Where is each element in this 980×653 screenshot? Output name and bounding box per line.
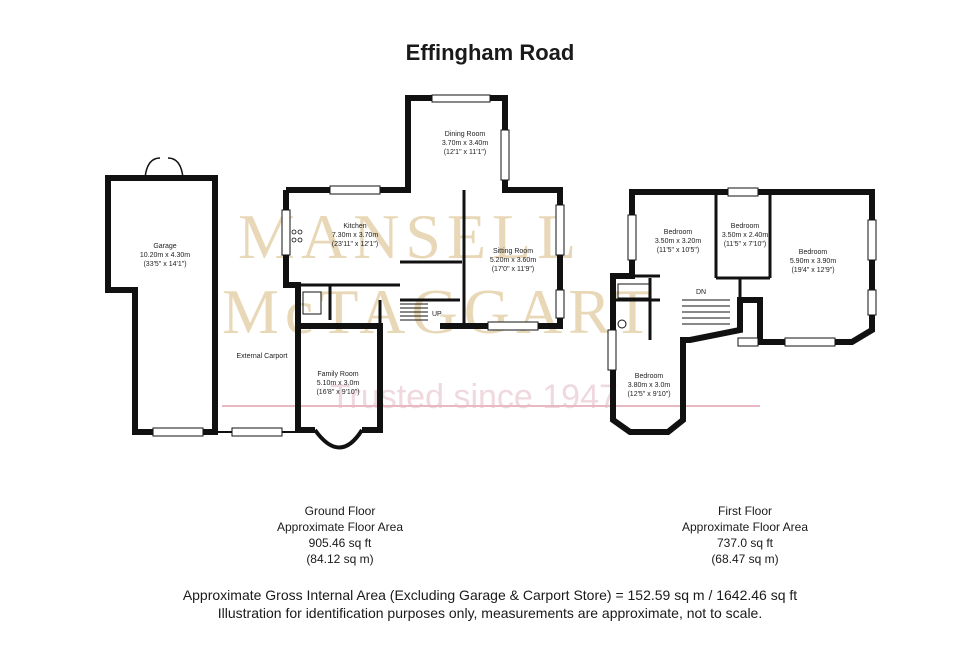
- window: [867, 219, 877, 261]
- room-bedroom-2: Bedroom 3.50m x 2.40m (11'5" x 7'10"): [710, 222, 780, 249]
- first-floor-walls: [610, 189, 875, 435]
- stairs-down-label: DN: [696, 289, 707, 296]
- first-interior-walls: [613, 192, 772, 340]
- family-room-bay: [313, 428, 364, 450]
- floor-area-label: Approximate Floor Area: [681, 520, 809, 534]
- first-stairs: [682, 299, 730, 325]
- window: [487, 321, 539, 331]
- room-metric: 3.50m x 2.40m: [721, 232, 769, 239]
- window: [555, 204, 565, 256]
- room-sitting: Sitting Room 5.20m x 3.60m (17'0" x 11'9…: [478, 247, 548, 274]
- room-metric: 5.10m x 3.0m: [316, 380, 360, 387]
- garage-doors: [144, 157, 184, 179]
- bath: [617, 283, 651, 299]
- window: [555, 289, 565, 319]
- room-metric: 5.90m x 3.90m: [789, 258, 837, 265]
- shower: [302, 291, 322, 315]
- floor-area-sqm: (84.12 sq m): [306, 552, 374, 566]
- room-carport: External Carport: [222, 352, 302, 361]
- floor-name: Ground Floor: [304, 504, 376, 518]
- window: [784, 337, 836, 347]
- ground-floor-caption: Ground Floor Approximate Floor Area 905.…: [240, 503, 440, 567]
- floor-area-sqm: (68.47 sq m): [711, 552, 779, 566]
- room-name: Bedroom: [798, 249, 828, 256]
- room-imperial: (19'4" x 12'9"): [791, 267, 835, 274]
- floor-area-label: Approximate Floor Area: [276, 520, 404, 534]
- room-dining: Dining Room 3.70m x 3.40m (12'1" x 11'1"…: [430, 130, 500, 157]
- room-bedroom-4: Bedroom 3.80m x 3.0m (12'5" x 9'10"): [614, 372, 684, 399]
- first-floor-caption: First Floor Approximate Floor Area 737.0…: [645, 503, 845, 567]
- footer-disclaimer: Illustration for identification purposes…: [217, 605, 763, 621]
- room-name: External Carport: [236, 353, 288, 360]
- ground-interior-walls: [290, 190, 466, 326]
- floor-area-sqft: 737.0 sq ft: [716, 536, 774, 550]
- room-name: Garage: [153, 243, 177, 250]
- room-family: Family Room 5.10m x 3.0m (16'8" x 9'10"): [303, 370, 373, 397]
- room-name: Bedroom: [634, 373, 664, 380]
- room-bedroom-1: Bedroom 3.50m x 3.20m (11'5" x 10'5"): [643, 228, 713, 255]
- ground-stairs: [400, 303, 428, 321]
- window: [607, 329, 617, 371]
- room-imperial: (11'5" x 7'10"): [723, 241, 767, 248]
- footer-area-note: Approximate Gross Internal Area (Excludi…: [182, 587, 798, 603]
- stairs-up-label: UP: [432, 311, 442, 318]
- room-name: Sitting Room: [492, 248, 534, 255]
- watermark-brand-line1: MANSELL: [238, 201, 583, 272]
- room-imperial: (17'0" x 11'9"): [491, 266, 535, 273]
- room-metric: 3.80m x 3.0m: [627, 382, 671, 389]
- window: [152, 427, 204, 437]
- room-metric: 5.20m x 3.60m: [489, 257, 537, 264]
- room-imperial: (23'11" x 12'1"): [331, 241, 379, 248]
- room-name: Dining Room: [444, 131, 486, 138]
- window: [867, 289, 877, 316]
- window: [231, 427, 283, 437]
- window: [727, 187, 759, 197]
- room-imperial: (12'1" x 11'1"): [443, 149, 487, 156]
- window: [431, 94, 491, 103]
- window: [627, 214, 637, 261]
- room-name: Kitchen: [343, 223, 367, 230]
- toilet: [617, 319, 627, 329]
- window: [737, 337, 759, 347]
- garage-walls: [105, 175, 218, 435]
- room-metric: 3.70m x 3.40m: [441, 140, 489, 147]
- room-imperial: (33'5" x 14'1"): [143, 261, 187, 268]
- floor-name: First Floor: [718, 504, 772, 518]
- room-garage: Garage 10.20m x 4.30m (33'5" x 14'1"): [130, 242, 200, 269]
- room-bedroom-3: Bedroom 5.90m x 3.90m (19'4" x 12'9"): [778, 248, 848, 275]
- window: [500, 129, 510, 181]
- room-imperial: (11'5" x 10'5"): [656, 247, 700, 254]
- room-imperial: (12'5" x 9'10"): [627, 391, 671, 398]
- room-metric: 7.30m x 3.70m: [331, 232, 379, 239]
- room-kitchen: Kitchen 7.30m x 3.70m (23'11" x 12'1"): [320, 222, 390, 249]
- room-imperial: (16'8" x 9'10"): [316, 389, 360, 396]
- room-metric: 10.20m x 4.30m: [139, 252, 191, 259]
- room-name: Family Room: [317, 371, 359, 378]
- kitchen-hob: [291, 229, 303, 243]
- room-metric: 3.50m x 3.20m: [654, 238, 702, 245]
- plan-title: Effingham Road: [405, 40, 575, 65]
- room-name: Bedroom: [663, 229, 693, 236]
- window: [281, 209, 291, 256]
- room-name: Bedroom: [730, 223, 760, 230]
- window: [329, 185, 381, 195]
- floor-area-sqft: 905.46 sq ft: [308, 536, 372, 550]
